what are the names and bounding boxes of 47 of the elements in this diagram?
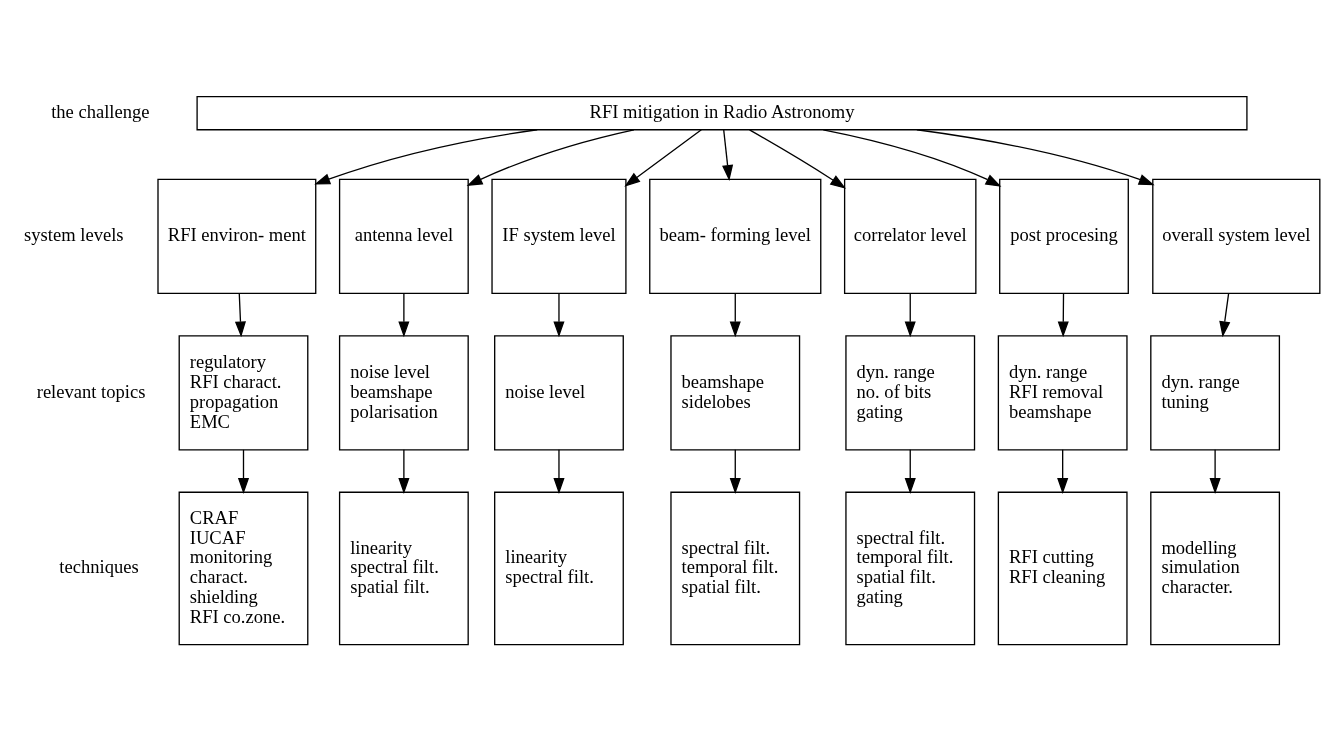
- node-box: linearity spectral filt.: [494, 491, 624, 645]
- arrow: [904, 292, 916, 337]
- arrow: [624, 128, 703, 187]
- arrow: [234, 292, 247, 337]
- label: techniques: [59, 555, 139, 577]
- arrow: [237, 448, 250, 494]
- arrow: [398, 292, 410, 337]
- node-box: overall system level: [1152, 178, 1321, 294]
- node-box: dyn. range RFI removal beamshape: [997, 334, 1128, 450]
- node-box: noise level: [494, 334, 624, 450]
- node-box: beamshape sidelobes: [670, 334, 801, 450]
- node-box: spectral filt. temporal filt. spatial filt.: [670, 491, 801, 645]
- arrow: [822, 128, 1002, 187]
- arrow: [553, 292, 565, 337]
- arrow: [729, 448, 741, 494]
- node-box: spectral filt. temporal filt. spatial filt. gating: [845, 491, 976, 645]
- arrow: [916, 128, 1155, 185]
- node-box: RFI mitigation in Radio Astronomy: [196, 95, 1248, 130]
- node-box: dyn. range no. of bits gating: [845, 334, 976, 450]
- arrow: [1219, 292, 1231, 337]
- node-box: antenna level: [338, 178, 469, 294]
- arrow: [466, 128, 635, 186]
- label: the challenge: [51, 100, 150, 122]
- node-box: correlator level: [843, 178, 977, 294]
- node-box: dyn. range tuning: [1150, 334, 1281, 450]
- arrow: [1057, 448, 1069, 494]
- arrow: [1057, 292, 1069, 337]
- arrow: [314, 128, 538, 185]
- arrow: [748, 128, 847, 189]
- node-box: post procesing: [999, 178, 1129, 294]
- arrow: [398, 448, 410, 494]
- arrow: [904, 448, 916, 494]
- label: relevant topics: [36, 380, 146, 402]
- arrow: [722, 128, 734, 181]
- node-box: IF system level: [491, 178, 627, 294]
- node-box: RFI cutting RFI cleaning: [997, 491, 1128, 645]
- node-box: CRAF IUCAF monitoring charact. shielding RFI co.zone.: [178, 491, 309, 645]
- label: system levels: [24, 223, 124, 245]
- node-box: linearity spectral filt. spatial filt.: [338, 491, 469, 645]
- node-box: noise level beamshape polarisation: [338, 334, 469, 450]
- node-box: modelling simulation character.: [1150, 491, 1281, 645]
- arrow: [729, 292, 741, 337]
- node-box: regulatory RFI charact. propagation EMC: [178, 334, 309, 450]
- node-box: beam- forming level: [649, 178, 822, 294]
- node-box: RFI environ- ment: [157, 178, 317, 294]
- arrow: [553, 448, 565, 494]
- arrow: [1209, 448, 1221, 494]
